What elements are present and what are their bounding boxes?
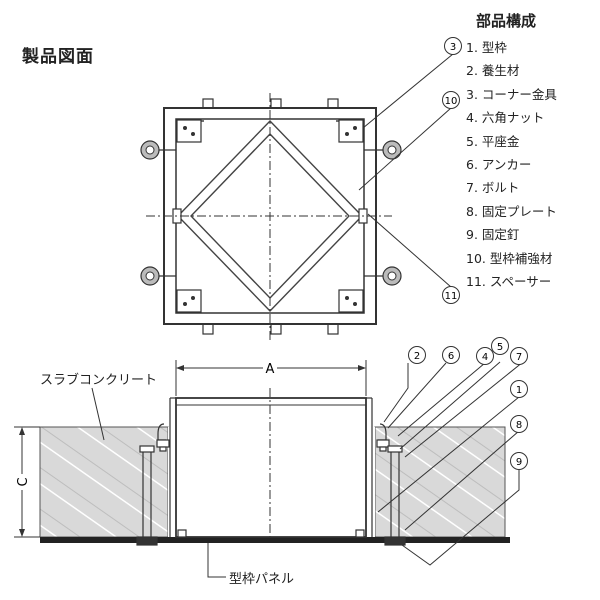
callout-6: 6 xyxy=(442,346,460,364)
parts-list-item: 10. 型枠補強材 xyxy=(466,250,553,266)
callout-5: 5 xyxy=(491,337,509,355)
section-view xyxy=(14,360,510,578)
callout-1: 1 xyxy=(510,380,528,398)
callout-number: 5 xyxy=(497,342,503,353)
parts-list-item: 2. 養生材 xyxy=(466,63,520,79)
parts-list-title: 部品構成 xyxy=(476,12,537,30)
parts-list: 1. 型枠 2. 養生材 3. コーナー金具 4. 六角ナット 5. 平座金 6… xyxy=(466,36,557,293)
callout-8: 8 xyxy=(510,415,528,433)
callout-number: 7 xyxy=(516,352,522,363)
parts-list-item: 11. スペーサー xyxy=(466,274,552,290)
callout-number: 3 xyxy=(450,42,456,53)
callout-11: 11 xyxy=(442,286,460,304)
dimension-a-label: A xyxy=(266,362,275,377)
formwork-panel-label: 型枠パネル xyxy=(229,572,295,587)
callout-number: 9 xyxy=(516,457,522,468)
callout-9: 9 xyxy=(510,452,528,470)
callout-number: 6 xyxy=(448,351,454,362)
callouts: 3 10 11 2 6 4 5 7 1 8 9 xyxy=(408,37,528,470)
parts-list-item: 6. アンカー xyxy=(466,157,532,173)
parts-list-item: 4. 六角ナット xyxy=(466,110,545,126)
callout-number: 4 xyxy=(482,352,488,363)
callout-number: 1 xyxy=(516,385,522,396)
leader-lines xyxy=(358,53,524,566)
callout-10: 10 xyxy=(442,91,460,109)
callout-7: 7 xyxy=(510,347,528,365)
parts-list-item: 1. 型枠 xyxy=(466,40,507,55)
parts-list-item: 9. 固定釘 xyxy=(466,227,520,243)
drawing-title: 製品図面 xyxy=(22,47,94,67)
slab-concrete-label: スラブコンクリート xyxy=(40,373,158,388)
plan-view xyxy=(140,93,402,340)
callout-3: 3 xyxy=(444,37,462,55)
callout-number: 8 xyxy=(516,420,522,431)
callout-2: 2 xyxy=(408,346,426,364)
parts-list-item: 8. 固定プレート xyxy=(466,203,557,219)
parts-list-item: 7. ボルト xyxy=(466,180,520,196)
callout-number: 10 xyxy=(445,96,458,107)
callout-number: 11 xyxy=(445,291,458,302)
callout-number: 2 xyxy=(414,351,420,362)
parts-list-item: 5. 平座金 xyxy=(466,133,520,149)
dimension-c-label: C xyxy=(16,477,31,486)
callout-4: 4 xyxy=(476,347,494,365)
parts-list-item: 3. コーナー金具 xyxy=(466,86,557,102)
